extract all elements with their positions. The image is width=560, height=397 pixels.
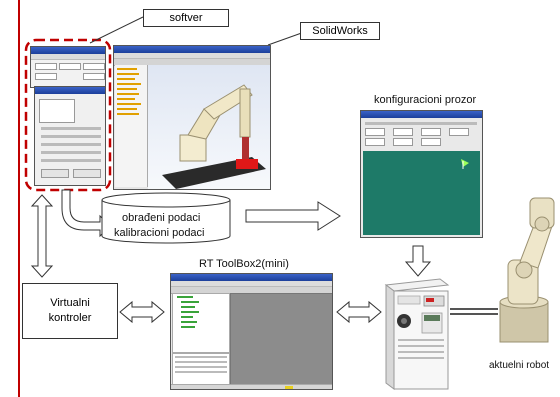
- down-arrow-to-controller: [404, 245, 432, 277]
- solidworks-viewport: [148, 65, 270, 189]
- softver-label-box: softver: [143, 9, 229, 27]
- config-teal-panel: [363, 151, 480, 235]
- softver-screenshot-main: [30, 46, 106, 88]
- rt-toolbox-workspace: [230, 293, 332, 385]
- processed-data-label: obrađeni podaci: [122, 212, 201, 224]
- virtual-controller-label-1: Virtualni: [50, 297, 90, 309]
- rt-toolbox-properties: [172, 353, 230, 385]
- solidworks-feature-tree: [115, 65, 148, 187]
- softver-screenshot-dialog: [34, 86, 106, 186]
- actual-robot-image: [490, 190, 560, 350]
- rt-toolbox-tree: [172, 293, 230, 353]
- virtual-controller-box: Virtualni kontroler: [22, 283, 118, 339]
- double-arrow-rt-controller: [336, 300, 382, 324]
- solidworks-screenshot: [113, 45, 271, 190]
- config-window-screenshot: [360, 110, 483, 238]
- virtual-controller-label-2: kontroler: [48, 312, 92, 324]
- controller-illustration: [384, 278, 450, 390]
- right-arrow-to-config: [245, 201, 341, 231]
- config-window-label: konfiguracioni prozor: [374, 94, 477, 106]
- rt-toolbox-screenshot: [170, 273, 333, 390]
- robot-controller-cabinet: [382, 277, 452, 392]
- left-border-line: [18, 0, 20, 397]
- rt-toolbox-label: RT ToolBox2(mini): [199, 258, 289, 270]
- calibration-data-label: kalibracioni podaci: [114, 227, 205, 239]
- actual-robot-label: aktuelni robot: [489, 360, 550, 371]
- robot-model-illustration: [162, 84, 266, 189]
- softver-label: softver: [169, 12, 203, 24]
- left-double-arrow: [30, 194, 54, 278]
- solidworks-label: SolidWorks: [312, 25, 368, 37]
- double-arrow-virtual-rt: [119, 300, 165, 324]
- rt-toolbox-statusbar: [171, 384, 332, 389]
- data-cylinder: [101, 192, 231, 244]
- robot-illustration: [499, 197, 555, 343]
- solidworks-label-box: SolidWorks: [300, 22, 380, 40]
